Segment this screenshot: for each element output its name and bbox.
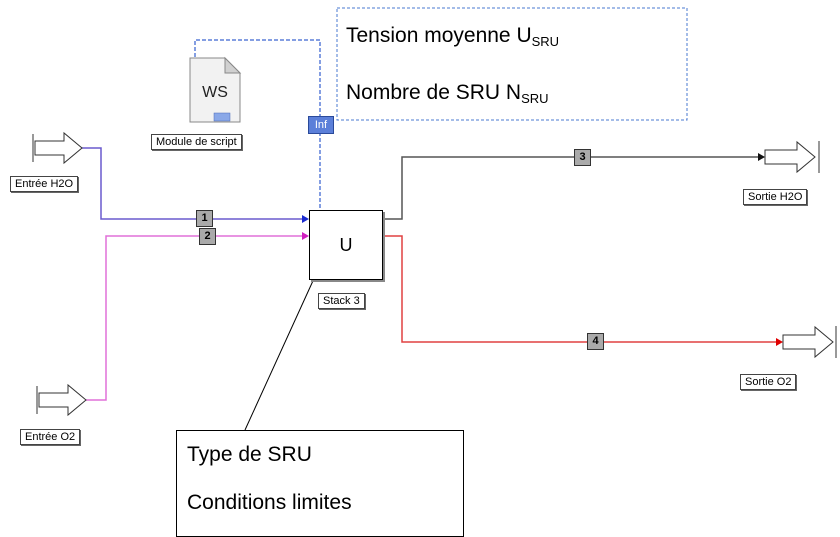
entree-h2o-label: Entrée H2O (10, 176, 79, 192)
stream-3-line (382, 156, 758, 220)
stream-1-line (82, 147, 302, 220)
sortie-o2-arrow-icon[interactable] (782, 325, 837, 359)
stack-label: Stack 3 (318, 293, 365, 309)
stream-1-arrow-icon (302, 215, 309, 223)
script-document-icon[interactable] (189, 56, 242, 123)
stream-tag-1[interactable]: 1 (196, 210, 213, 227)
entree-o2-label: Entrée O2 (20, 429, 81, 445)
callout-type-sru: Type de SRU (187, 443, 312, 466)
callout-conditions-limites: Conditions limites (187, 491, 352, 514)
stream-4-arrow-icon (776, 338, 783, 346)
script-module-label: Module de script (151, 134, 242, 150)
callout-tension-moyenne: Tension moyenne USRU (346, 24, 560, 49)
stream-tag-2[interactable]: 2 (199, 228, 216, 245)
stream-tag-4[interactable]: 4 (587, 333, 604, 350)
script-icon-text: WS (202, 84, 228, 101)
stack-unit[interactable]: U (309, 210, 383, 280)
stream-2-arrow-icon (302, 232, 309, 240)
info-callout-frame (336, 7, 688, 121)
callout-leader-line (244, 271, 318, 431)
callout-nombre-sru: Nombre de SRU NSRU (346, 81, 549, 106)
stack-symbol: U (339, 235, 353, 255)
entree-o2-arrow-icon[interactable] (36, 383, 87, 417)
inf-badge[interactable]: Inf (308, 116, 334, 134)
stream-3-arrow-icon (758, 153, 765, 161)
stream-4-line (382, 235, 776, 343)
entree-h2o-arrow-icon[interactable] (32, 131, 83, 165)
callout-sru-box: Type de SRU Conditions limites (176, 430, 464, 537)
stream-tag-3[interactable]: 3 (574, 149, 591, 166)
sortie-o2-label: Sortie O2 (740, 374, 797, 390)
sortie-h2o-label: Sortie H2O (743, 189, 808, 205)
sortie-h2o-arrow-icon[interactable] (764, 140, 820, 174)
